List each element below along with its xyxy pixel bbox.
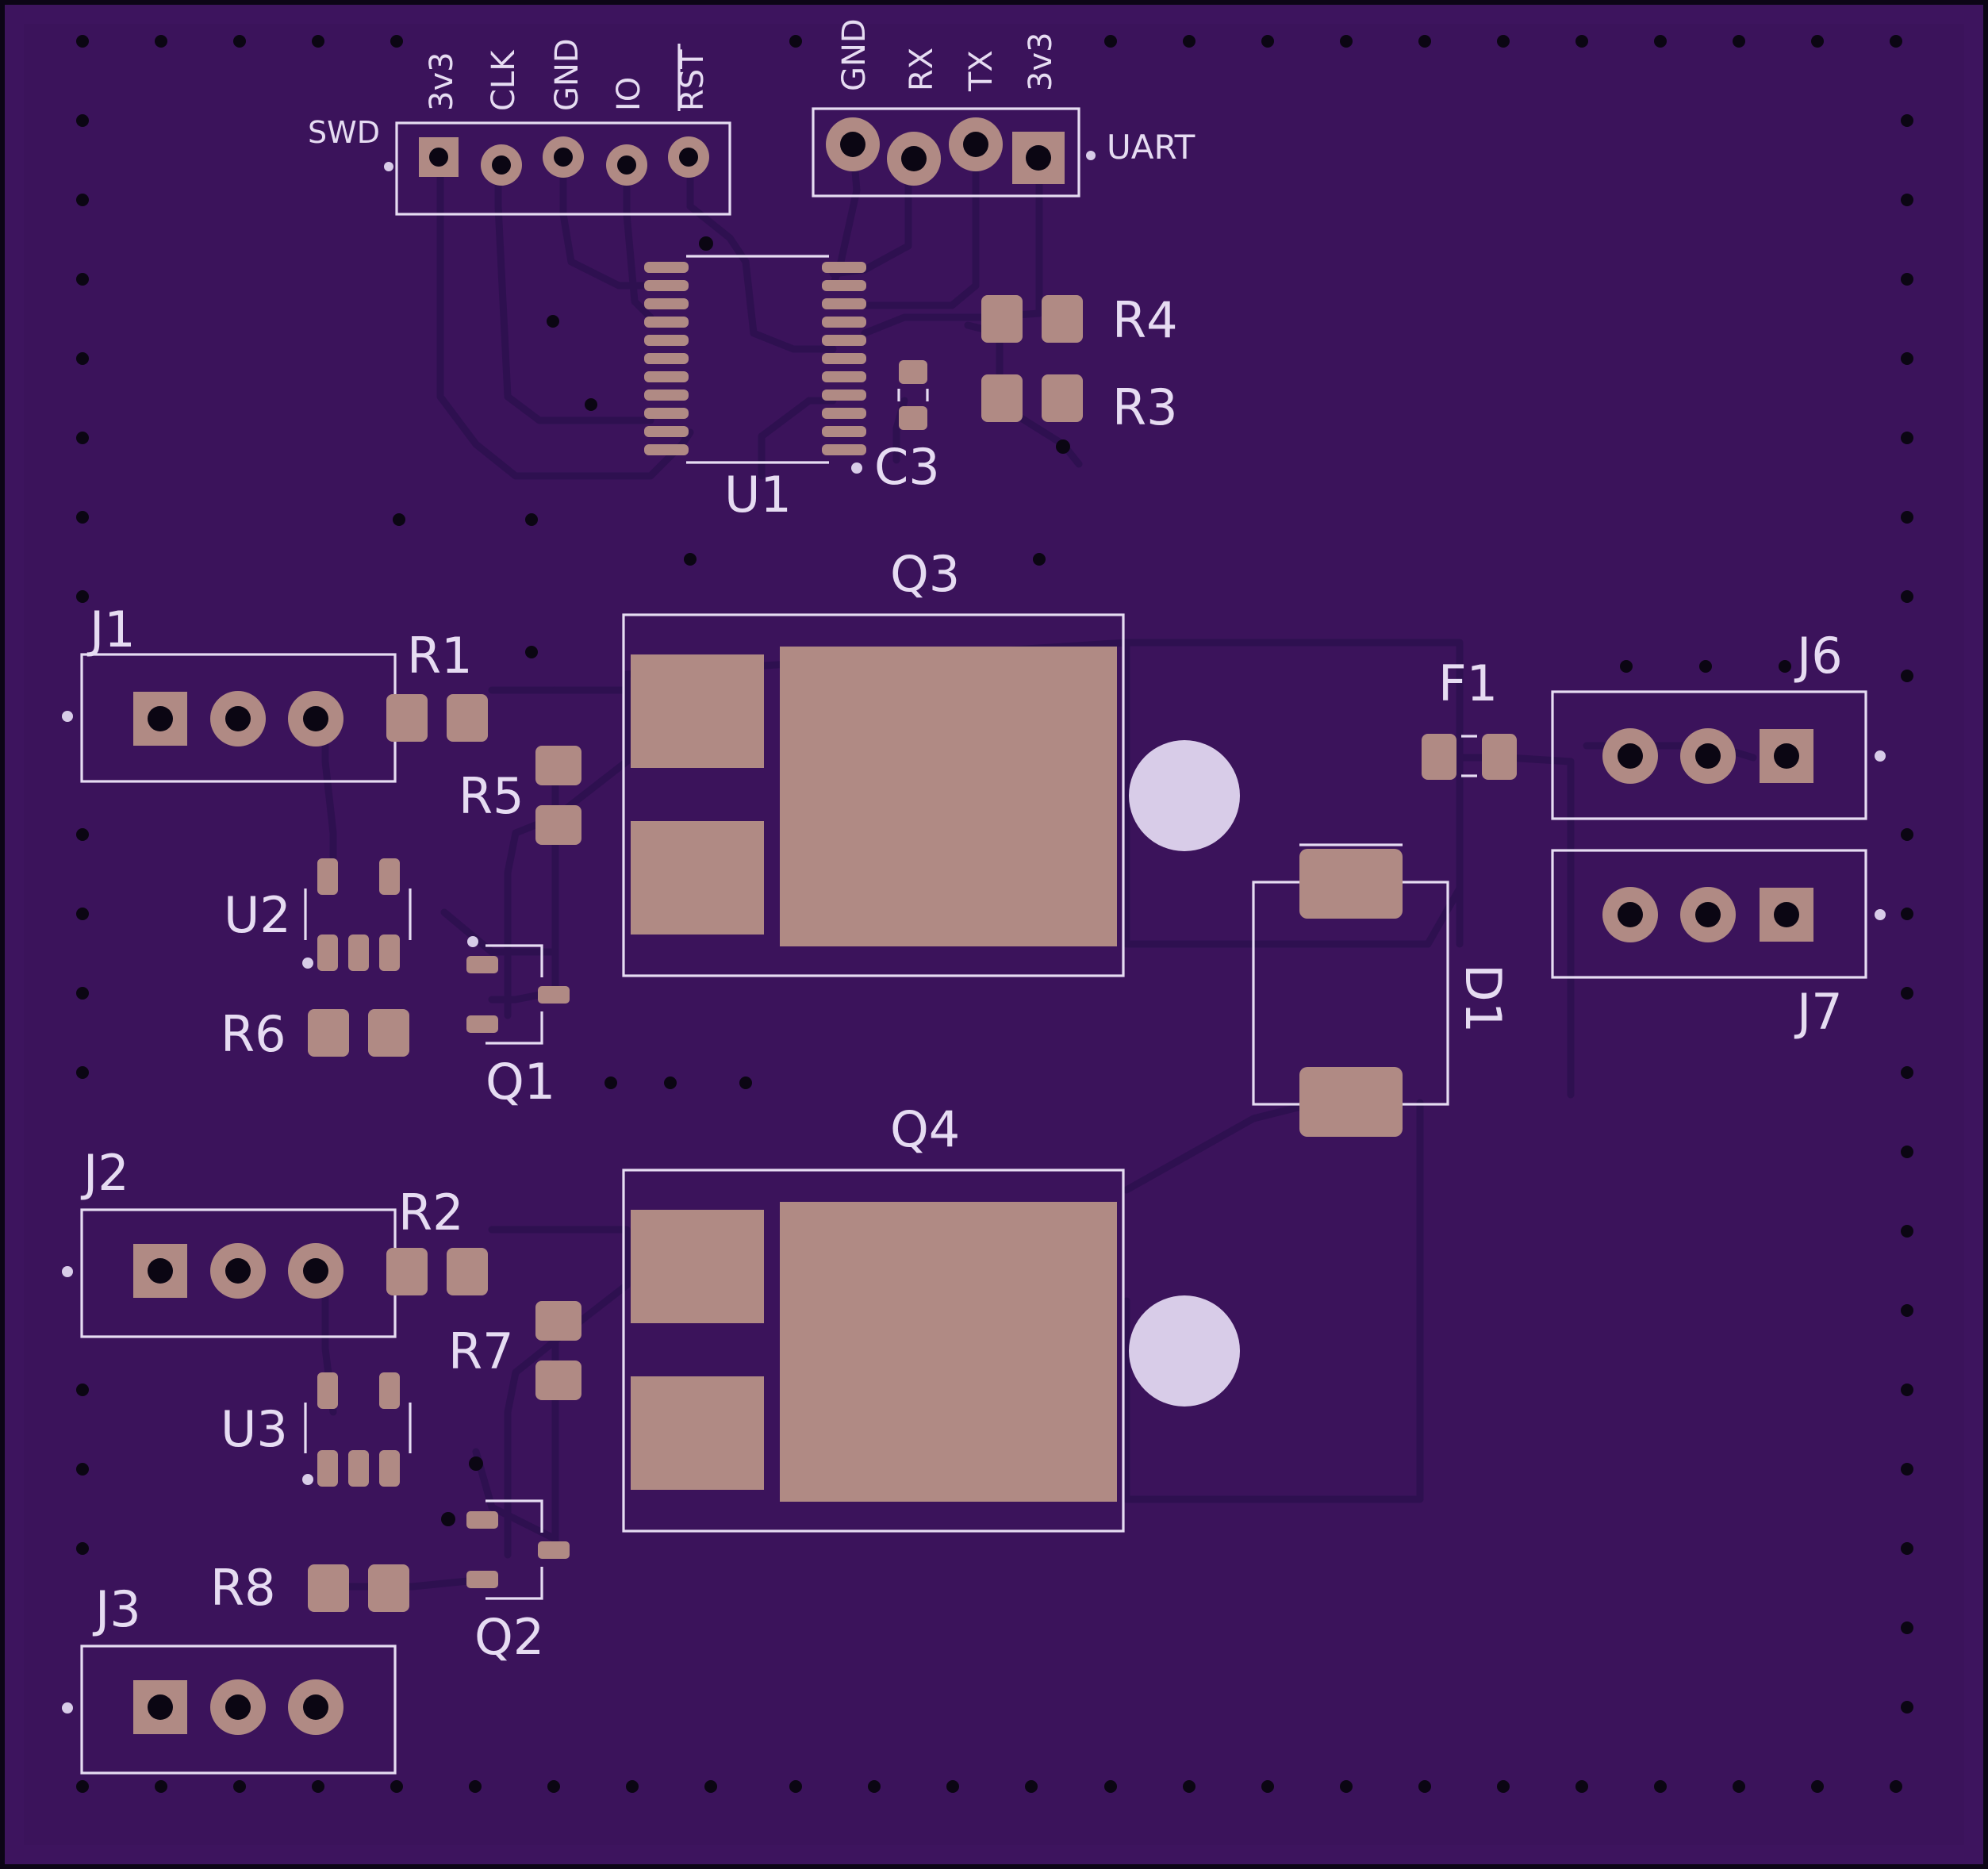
r4-resistor (981, 295, 1083, 343)
d1-label: D1 (1454, 964, 1512, 1033)
q4-label: Q4 (890, 1100, 960, 1158)
q2-label: Q2 (474, 1608, 544, 1666)
r4-label: R4 (1112, 291, 1178, 349)
u2-ic (302, 858, 412, 971)
uart-pin-label-1: GND (836, 18, 873, 91)
swd-pin-label-2: CLK (485, 49, 522, 111)
r7-resistor (535, 1301, 581, 1400)
j1-label: J1 (86, 601, 136, 658)
c3-capacitor (897, 360, 929, 430)
u3-ic (302, 1372, 412, 1487)
swd-pin-label-5: RST (674, 49, 711, 111)
u3-label: U3 (221, 1400, 288, 1458)
j2-connector (62, 1208, 397, 1338)
swd-label: SWD (308, 115, 380, 150)
q1-label: Q1 (485, 1053, 555, 1111)
r2-resistor (386, 1248, 488, 1295)
d1-diode (1252, 843, 1449, 1137)
j3-label: J3 (92, 1580, 141, 1638)
q3-mosfet (622, 613, 1240, 977)
uart-connector (812, 107, 1096, 198)
r2-label: R2 (398, 1184, 464, 1242)
q1-transistor (466, 936, 570, 1045)
j2-label: J2 (80, 1144, 129, 1202)
swd-connector (384, 121, 731, 216)
j7-connector (1551, 849, 1886, 979)
uart-pin-label-2: RX (904, 48, 940, 91)
r8-resistor (308, 1564, 409, 1612)
j3-connector (62, 1644, 397, 1775)
swd-pin-label-4: IO (611, 77, 647, 111)
r6-label: R6 (221, 1005, 286, 1063)
f1-fuse (1422, 734, 1517, 780)
r1-resistor (386, 694, 488, 742)
q2-transistor (441, 1456, 570, 1600)
r3-label: R3 (1112, 378, 1178, 436)
j1-connector (62, 653, 397, 783)
swd-pin-label-1: 3v3 (424, 52, 460, 111)
r6-resistor (308, 1009, 409, 1057)
j6-label: J6 (1794, 627, 1843, 685)
u2-label: U2 (224, 886, 291, 944)
q3-label: Q3 (890, 545, 960, 603)
uart-pin-label-3: TX (963, 50, 1000, 92)
r8-label: R8 (210, 1559, 276, 1617)
q4-mosfet (622, 1169, 1240, 1533)
uart-pin-label-4: 3v3 (1023, 32, 1059, 91)
traces (313, 139, 1757, 1591)
u1-label: U1 (724, 466, 792, 524)
j6-connector (1551, 690, 1886, 820)
r7-label: R7 (448, 1322, 514, 1380)
r5-label: R5 (459, 767, 524, 825)
r1-label: R1 (407, 627, 473, 685)
stitching-vias (76, 35, 1913, 1793)
uart-label: UART (1107, 128, 1195, 167)
swd-pin-label-3: GND (549, 38, 585, 111)
j7-label: J7 (1794, 983, 1843, 1041)
u1-ic (644, 236, 866, 474)
f1-label: F1 (1438, 654, 1498, 712)
c3-label: C3 (874, 438, 940, 496)
r5-resistor (535, 746, 581, 845)
r3-resistor (981, 374, 1083, 454)
